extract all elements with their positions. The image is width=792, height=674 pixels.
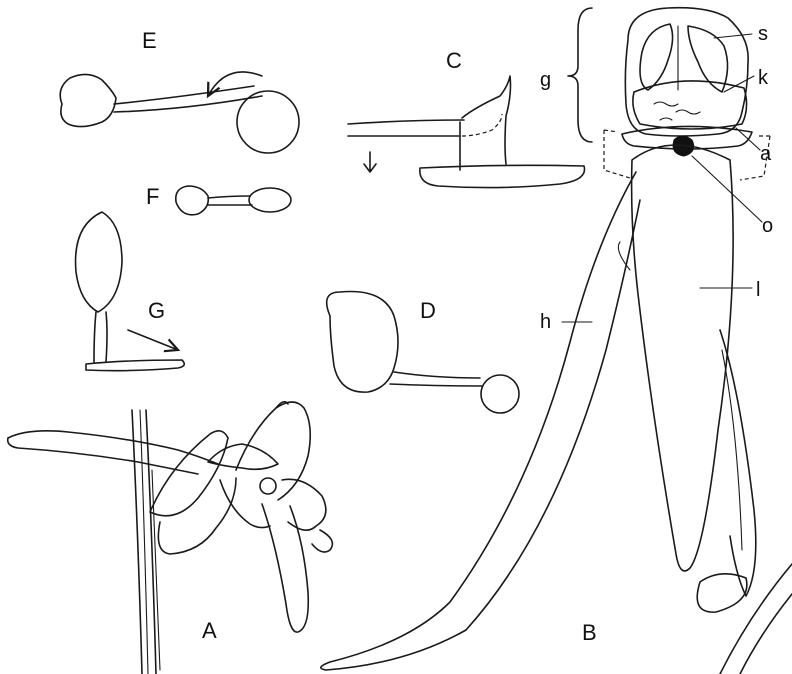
figure-c-viscidium: [348, 76, 585, 188]
label-g-panel: G: [148, 298, 165, 323]
label-b: B: [582, 620, 597, 645]
label-k: k: [758, 67, 769, 89]
label-c: C: [446, 48, 462, 73]
label-a-part: a: [760, 143, 772, 165]
label-e: E: [142, 28, 157, 53]
part-labels: s k g a o l h: [540, 23, 773, 333]
label-d: D: [420, 298, 436, 323]
label-s: s: [758, 23, 768, 45]
label-h: h: [540, 311, 551, 333]
figure-g-pollinium: [76, 212, 185, 371]
label-g: g: [540, 69, 551, 91]
figure-e-pollinarium: [60, 72, 299, 153]
label-f: F: [146, 184, 159, 209]
figure-b-flower-detail: [321, 8, 792, 674]
label-a: A: [202, 618, 217, 643]
label-o: o: [762, 215, 773, 237]
figure-a-flower: [8, 402, 333, 674]
label-l: l: [756, 279, 760, 301]
panel-labels: E C F G D A B: [142, 28, 597, 645]
figure-f-pollinarium: [176, 186, 291, 215]
